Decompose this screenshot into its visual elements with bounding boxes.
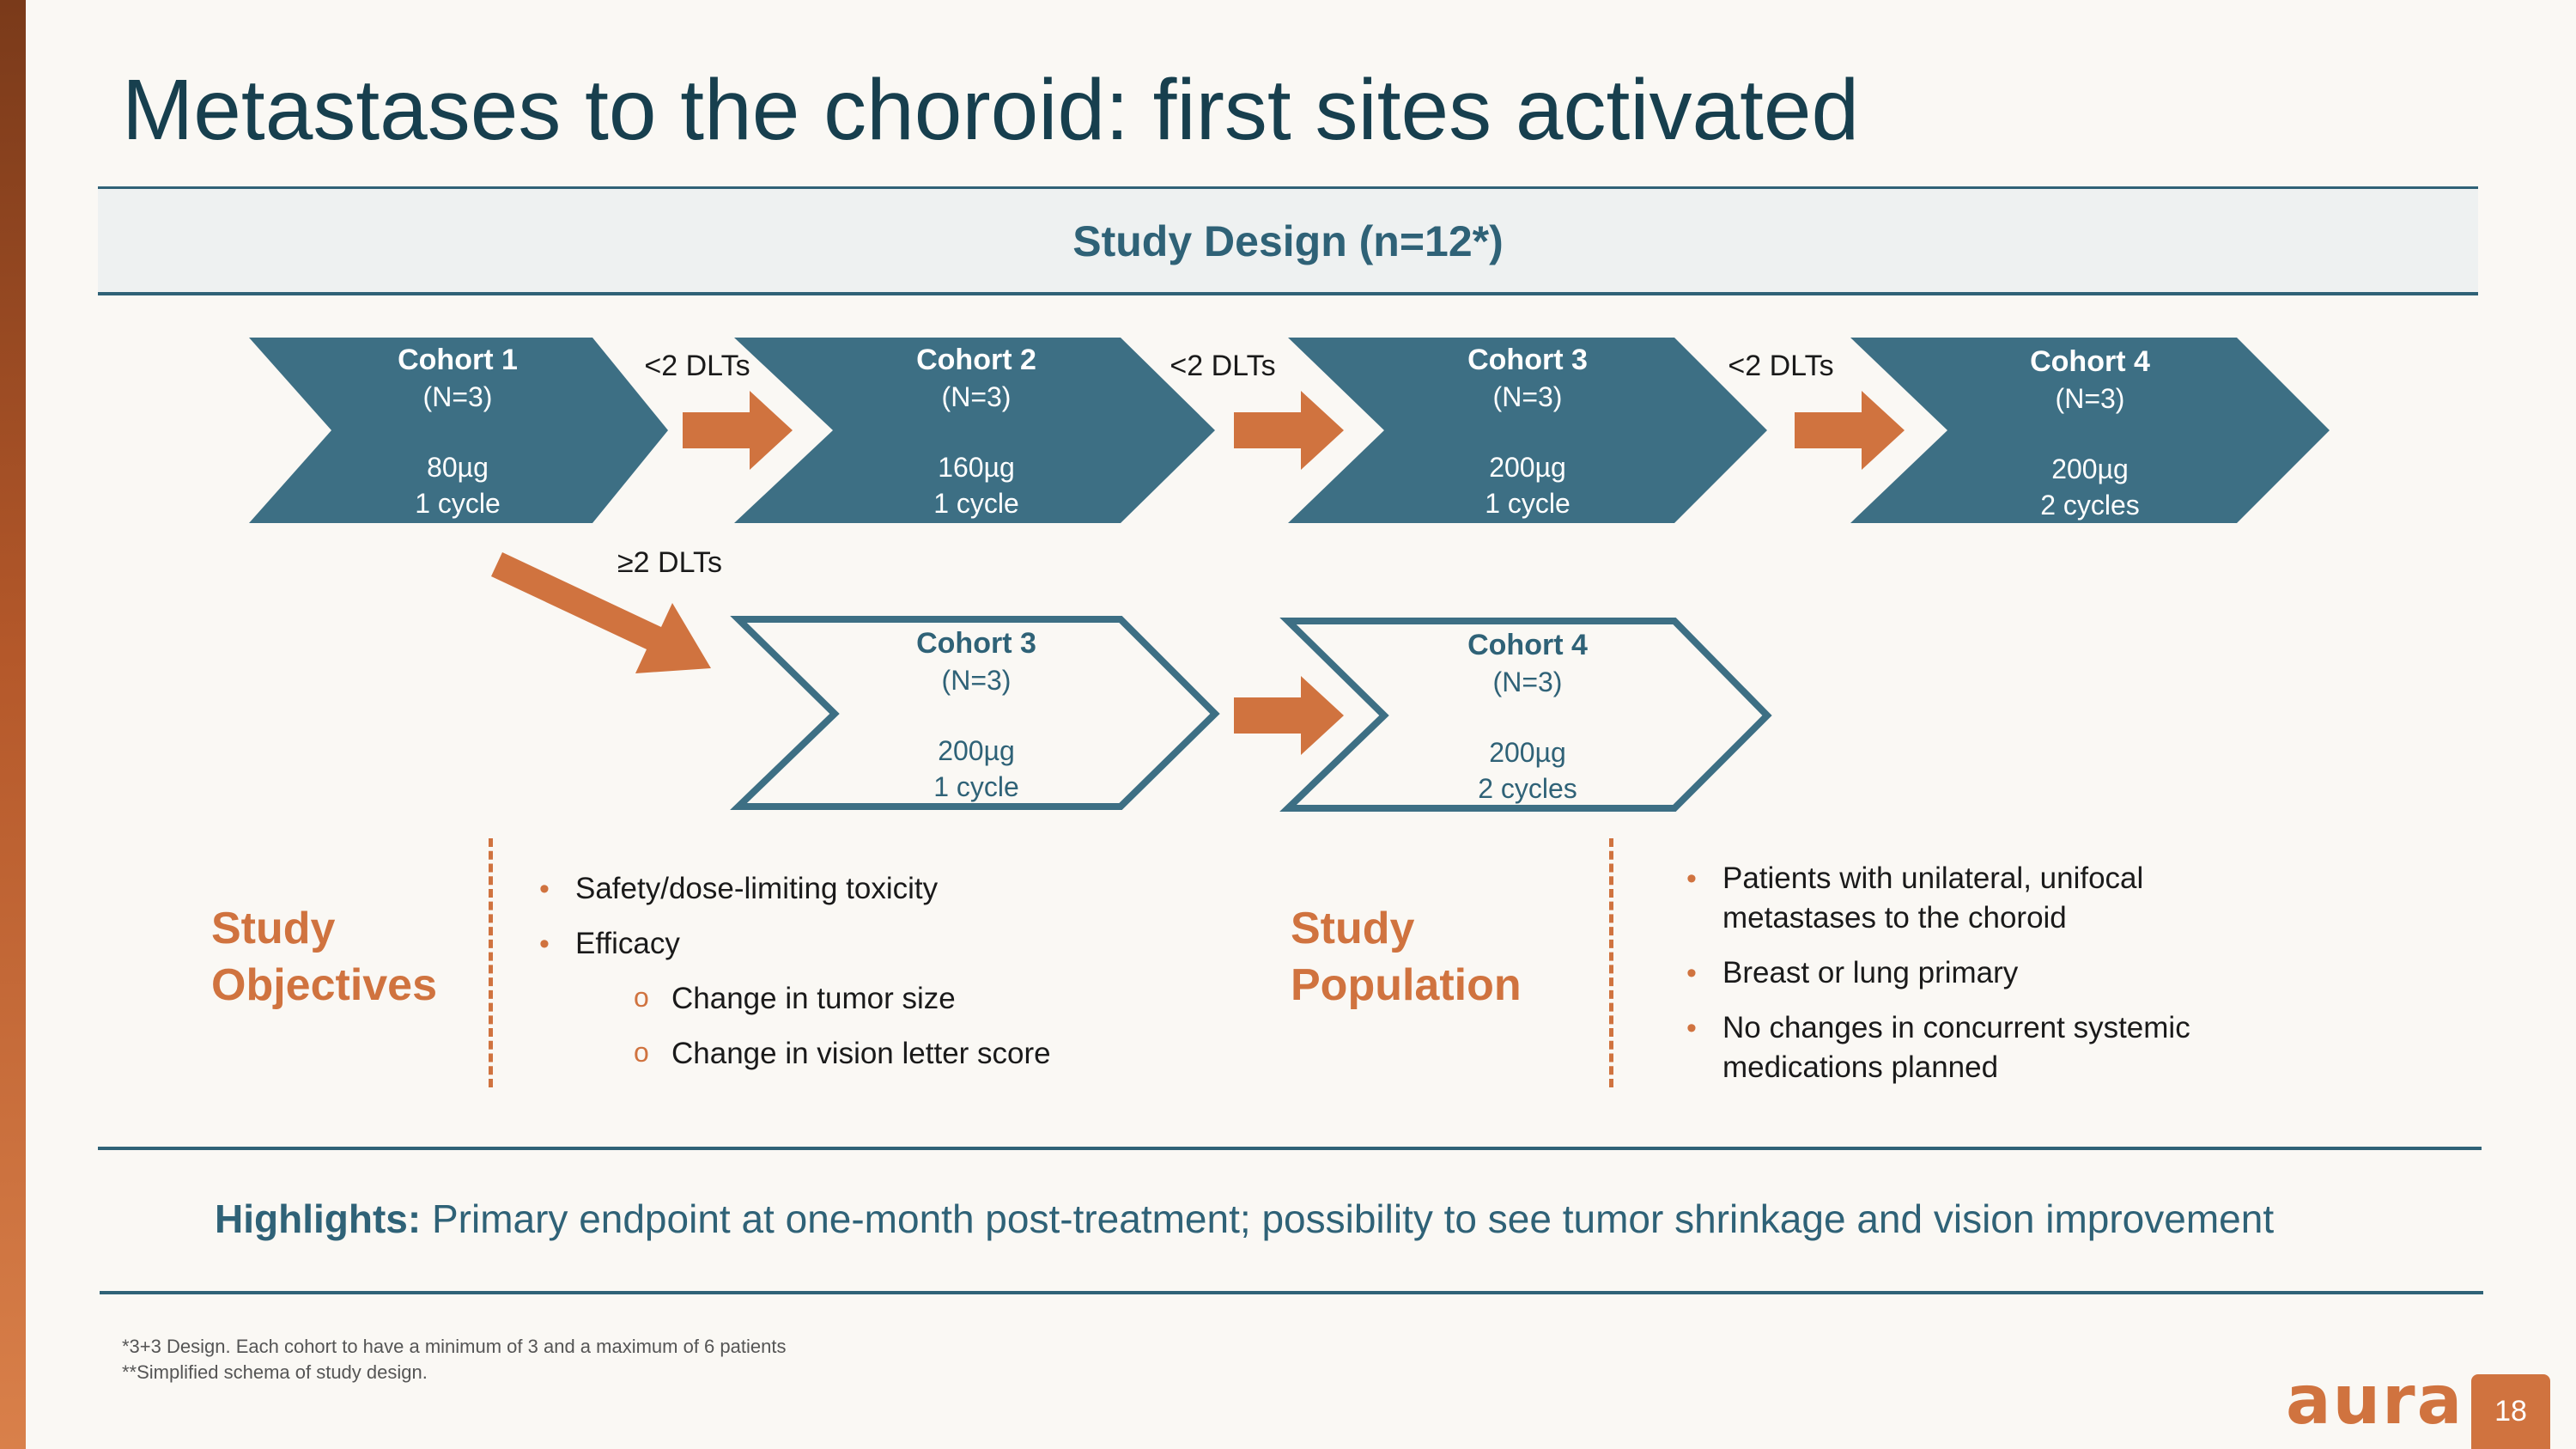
cohort-3-alt-text: Cohort 3 (N=3) 200µg 1 cycle [916,627,1036,802]
dlt-label-escalation: ≥2 DLTs [617,546,722,579]
cohort-cycles: 1 cycle [1485,488,1571,519]
slide-title: Metastases to the choroid: first sites a… [122,62,1860,158]
cohort-n: (N=3) [2056,383,2125,414]
cohort-cycles: 2 cycles [2040,490,2140,521]
banner-divider [98,292,2478,295]
highlights-bottom-divider [100,1291,2483,1294]
study-design-banner: Study Design (n=12*) [98,189,2478,294]
cohort-dose: 200µg [938,735,1015,766]
highlights-text: Highlights: Primary endpoint at one-mont… [215,1196,2274,1242]
arrow-down-right-icon [491,552,711,673]
cohort-3-text: Cohort 3 (N=3) 200µg 1 cycle [1467,344,1588,519]
title-divider [98,186,2478,190]
dlt-label: <2 DLTs [1170,350,1275,382]
cohort-name: Cohort 1 [398,344,518,376]
footnote: **Simplified schema of study design. [122,1361,428,1383]
cohort-chevron [1850,338,2330,523]
cohort-name: Cohort 2 [916,344,1036,376]
cohort-2-text: Cohort 2 (N=3) 160µg 1 cycle [916,344,1036,519]
cohort-cycles: 1 cycle [933,488,1019,519]
population-list: Patients with unilateral, unifocal metas… [1686,859,2190,1103]
cohort-dose: 200µg [2051,454,2129,484]
cohort-cycles: 1 cycle [933,771,1019,802]
study-design-title: Study Design (n=12*) [1072,217,1504,265]
list-item-line: medications planned [1722,1050,1999,1084]
objectives-label-line1: Study [211,904,336,953]
highlights-label: Highlights: [215,1196,422,1241]
sub-list-item: Change in vision letter score [539,1032,1051,1074]
cohort-name: Cohort 4 [1467,629,1588,661]
cohort-n: (N=3) [1493,381,1563,412]
cohort-n: (N=3) [1493,667,1563,697]
cohort-name: Cohort 3 [1467,344,1588,376]
page-number: 18 [2471,1374,2550,1449]
list-item: Breast or lung primary [1686,953,2190,993]
cohort-4-text: Cohort 4 (N=3) 200µg 2 cycles [2030,345,2150,521]
dlt-label: <2 DLTs [1728,350,1833,382]
sub-list-item: Change in tumor size [539,977,1051,1019]
dlt-label: <2 DLTs [644,350,750,382]
cohort-1-text: Cohort 1 (N=3) 80µg 1 cycle [398,344,518,519]
cohort-cycles: 2 cycles [1478,773,1577,804]
cohort-cycles: 1 cycle [415,488,501,519]
footnote: *3+3 Design. Each cohort to have a minim… [122,1336,787,1357]
list-item: Safety/dose-limiting toxicity [539,869,1051,909]
cohort-chevron-outline [1279,618,1772,812]
objectives-label-line2: Objectives [211,960,438,1010]
highlights-top-divider [98,1147,2482,1150]
aura-logo: aura [2286,1362,2464,1440]
cohort-chevron [249,338,668,523]
objectives-label: Study Objectives [211,900,437,1014]
list-item-line: Breast or lung primary [1722,956,2019,989]
cohort-chevron-outline [730,616,1220,810]
cohort-n: (N=3) [942,665,1012,696]
list-item: No changes in concurrent systemic medica… [1686,1008,2190,1087]
cohort-4-alt-text: Cohort 4 (N=3) 200µg 2 cycles [1467,629,1588,804]
highlights-body: Primary endpoint at one-month post-treat… [421,1196,2275,1241]
list-item-line: Patients with unilateral, unifocal [1722,861,2144,895]
cohort-chevron [734,338,1215,523]
objectives-divider [489,838,493,1087]
arrow-right-icon [683,391,793,470]
cohort-n: (N=3) [942,381,1012,412]
population-label-line1: Study [1291,904,1415,953]
cohort-name: Cohort 4 [2030,345,2150,378]
list-item-line: No changes in concurrent systemic [1722,1011,2190,1044]
arrow-right-icon [1795,391,1905,470]
cohort-chevron [1288,338,1767,523]
arrow-right-icon [1234,391,1344,470]
population-label-line2: Population [1291,960,1522,1010]
cohort-dose: 160µg [938,452,1015,483]
cohort-dose: 200µg [1489,737,1566,768]
side-accent-bar [0,0,26,1449]
cohort-n: (N=3) [423,381,493,412]
objectives-list: Safety/dose-limiting toxicity Efficacy C… [539,869,1051,1089]
list-item-line: metastases to the choroid [1722,901,2067,935]
list-item: Patients with unilateral, unifocal metas… [1686,859,2190,938]
cohort-name: Cohort 3 [916,627,1036,660]
population-label: Study Population [1291,900,1522,1014]
cohort-dose: 80µg [427,452,489,483]
cohort-dose: 200µg [1489,452,1566,483]
list-item: Efficacy [539,924,1051,964]
arrow-right-icon [1234,676,1344,755]
population-divider [1609,838,1613,1087]
